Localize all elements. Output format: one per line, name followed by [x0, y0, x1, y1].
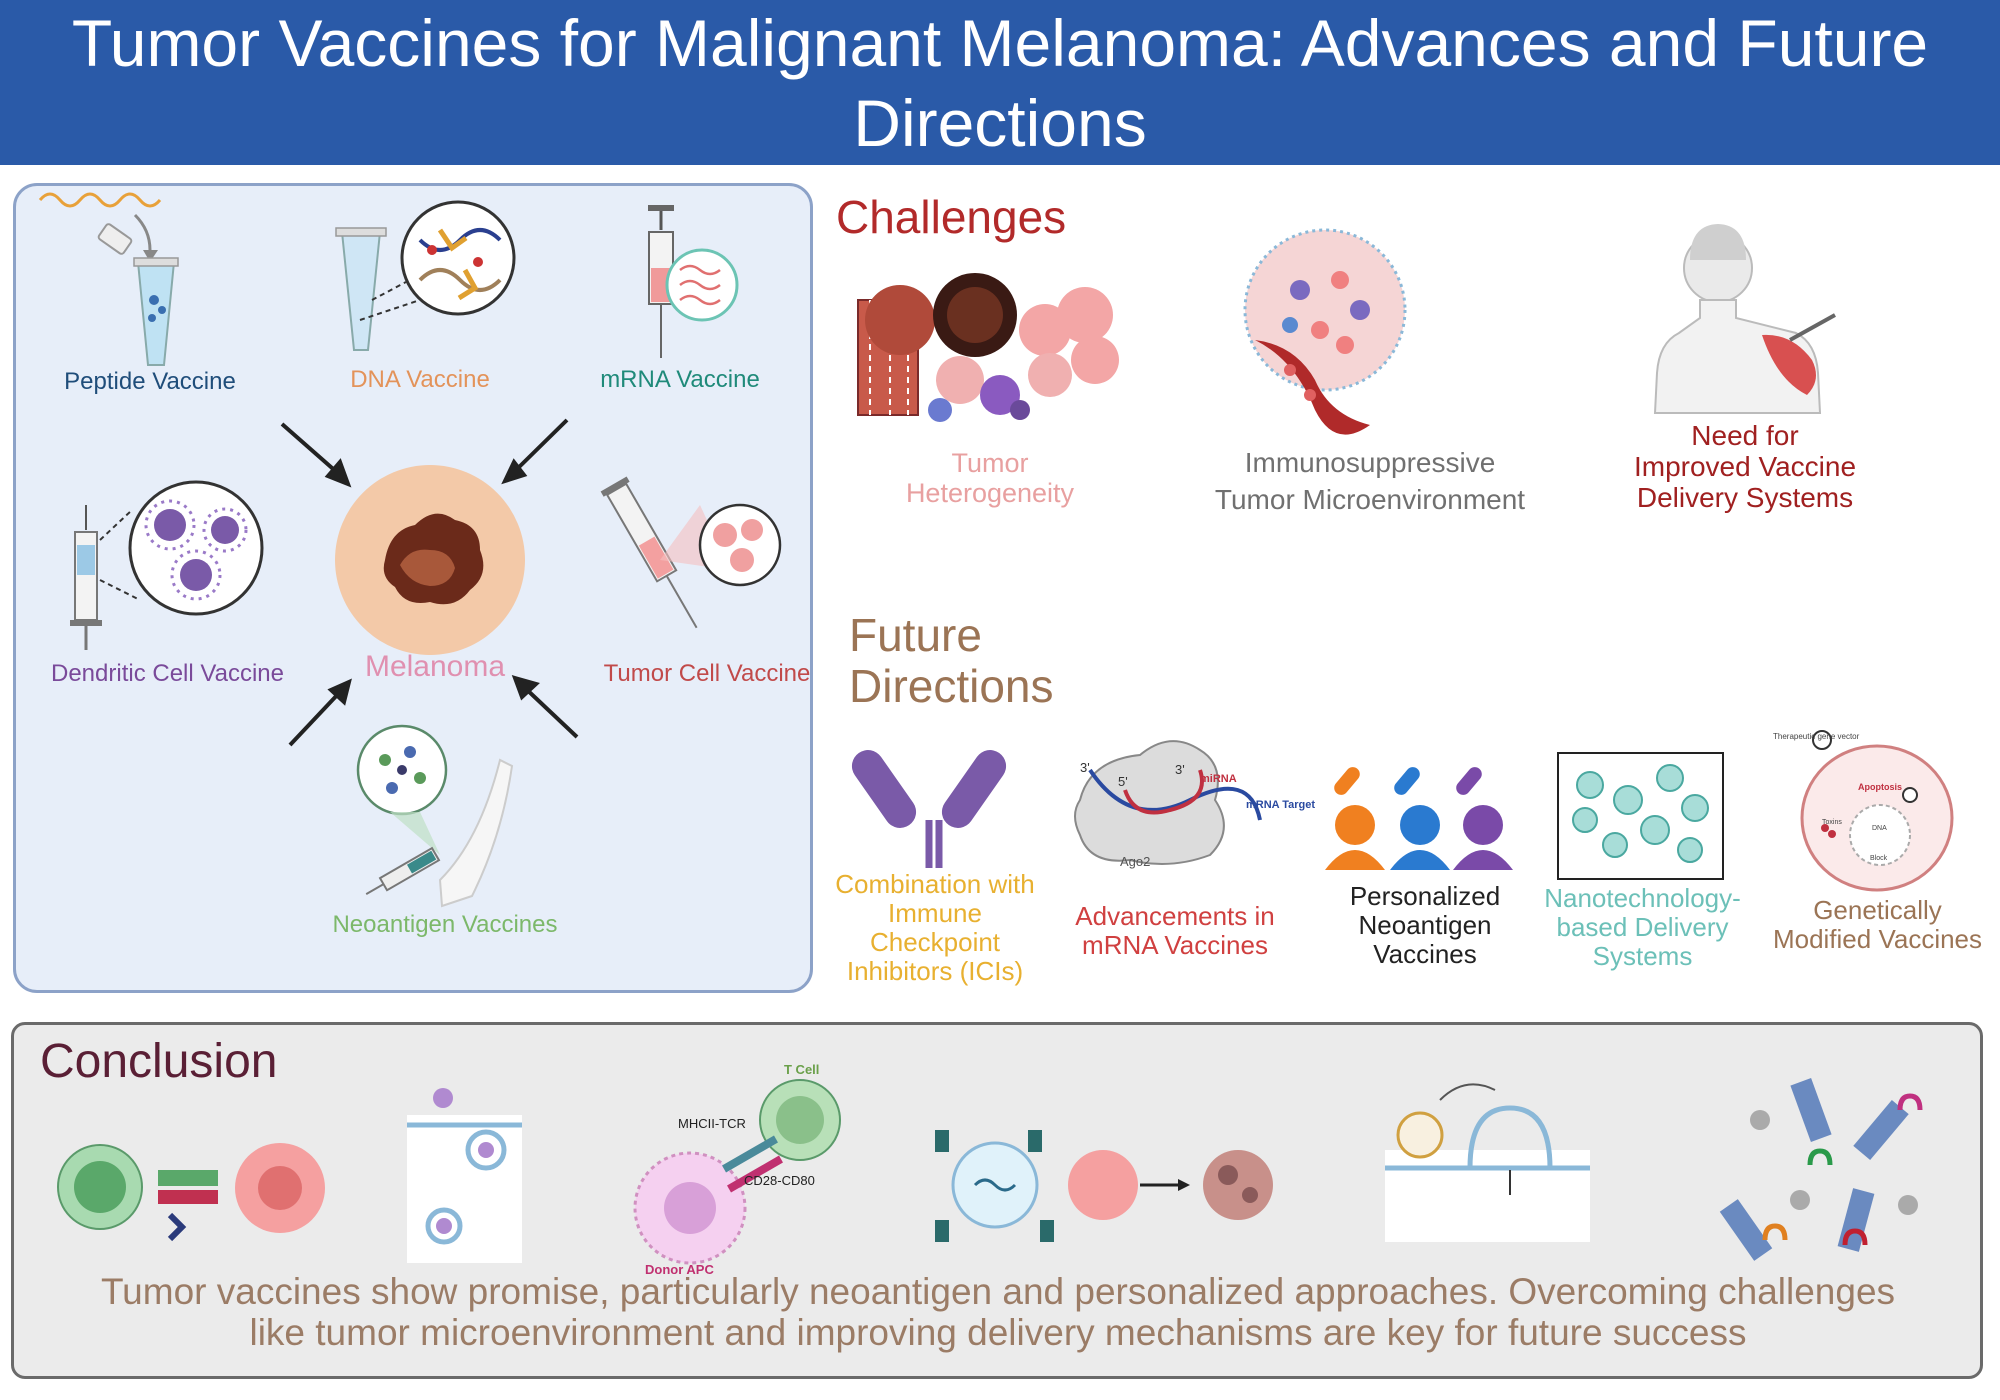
conclusion-art: T Cell MHCII-TCR CD28-CD80 Donor APC	[57, 1062, 1923, 1277]
challenge-line: Improved Vaccine	[1633, 451, 1857, 482]
melanoma-lesion-icon	[335, 465, 525, 655]
future-line: Combination with	[835, 869, 1035, 899]
melanoma-label: Melanoma	[364, 650, 506, 683]
conclusion-heading: Conclusion	[40, 1035, 278, 1088]
receptor-binding-icon	[1719, 1078, 1923, 1261]
tumor-heterogeneity-icon	[857, 273, 1119, 422]
peptide-vaccine-icon	[38, 192, 179, 366]
future-line: Checkpoint	[869, 927, 1001, 957]
challenges-heading: Challenges	[836, 191, 1067, 243]
neoantigen-vaccine-icon	[356, 724, 514, 908]
block-label: Block	[1870, 855, 1888, 862]
future-line: Personalized	[1349, 881, 1501, 911]
future-line: Systems	[1592, 941, 1693, 971]
personalized-patients-icon	[1325, 767, 1513, 870]
future-line: Immune	[888, 898, 982, 928]
future-personalized-neoantigen: Personalized Neoantigen Vaccines	[1320, 882, 1530, 969]
future-line: mRNA Vaccines	[1082, 930, 1268, 960]
future-genetically-modified: Genetically Modified Vaccines	[1760, 896, 1995, 954]
future-line: Advancements in	[1075, 901, 1275, 931]
page-title: Tumor Vaccines for Malignant Melanoma: A…	[71, 5, 1929, 160]
title-banner	[0, 0, 2000, 165]
challenge-line: Need for	[1691, 420, 1799, 451]
future-line: Nanotechnology-	[1544, 883, 1741, 913]
challenge-immunosuppressive-tme: Immunosuppressive Tumor Microenvironment	[1180, 444, 1560, 518]
challenge-line: Delivery Systems	[1636, 482, 1854, 513]
mrna-target-label: mRNA Target	[1246, 799, 1315, 811]
vesicle-fusion-icon	[1385, 1083, 1590, 1242]
challenge-line: Immunosuppressive	[1244, 447, 1496, 478]
apoptosis-label: Apoptosis	[1858, 782, 1902, 792]
future-ici-combination: Combination with Immune Checkpoint Inhib…	[815, 870, 1055, 986]
future-line: based Delivery	[1556, 912, 1729, 942]
challenge-line: Tumor Microenvironment	[1214, 484, 1526, 515]
injection-shoulder-icon	[1653, 224, 1836, 414]
future-line: Modified Vaccines	[1772, 924, 1983, 954]
peptide-vaccine-label: Peptide Vaccine	[64, 368, 236, 395]
gene-modified-cell-icon: Therapeutic gene vector Apoptosis Toxins…	[1773, 730, 1954, 892]
converging-arrows	[280, 418, 579, 747]
tumor-microenvironment-icon	[1243, 228, 1407, 435]
future-line: Vaccines	[1373, 939, 1477, 969]
future-directions-heading: Future Directions	[849, 610, 1054, 712]
future-mrna-advancements: Advancements in mRNA Vaccines	[1050, 902, 1300, 960]
mirna-3prime-label-b: 3'	[1175, 762, 1185, 777]
challenge-line: Tumor	[951, 448, 1029, 478]
challenge-tumor-heterogeneity: Tumor Heterogeneity	[880, 448, 1100, 508]
challenge-delivery-systems: Need for Improved Vaccine Delivery Syste…	[1600, 420, 1890, 513]
neoantigen-vaccines-label: Neoantigen Vaccines	[332, 911, 558, 938]
mirna-5prime-label: 5'	[1118, 774, 1128, 789]
t-cell-killing-tumor-icon	[57, 1143, 325, 1242]
car-t-killing-icon	[935, 1130, 1273, 1242]
future-line: Genetically	[1813, 895, 1942, 925]
challenge-line: Heterogeneity	[905, 478, 1075, 508]
gene-vector-label: Therapeutic gene vector	[1773, 732, 1860, 741]
t-cell-label: T Cell	[784, 1062, 819, 1077]
endocytosis-icon	[407, 1088, 522, 1263]
dendritic-cell-vaccine-icon	[70, 480, 264, 650]
mrna-vaccine-icon	[648, 205, 739, 358]
future-line: Inhibitors (ICIs)	[846, 956, 1024, 986]
future-line: Neoantigen	[1358, 910, 1492, 940]
nanoparticles-icon	[1557, 752, 1724, 880]
conclusion-summary-line1: Tumor vaccines show promise, particularl…	[100, 1271, 1896, 1312]
mirna-3prime-label: 3'	[1080, 760, 1090, 775]
antibody-icon	[851, 750, 1007, 868]
dendritic-cell-vaccine-label: Dendritic Cell Vaccine	[51, 660, 284, 687]
antigen-presentation-icon: T Cell MHCII-TCR CD28-CD80 Donor APC	[633, 1062, 841, 1277]
challenges-art	[857, 224, 1836, 435]
mirna-ago2-icon: 3' 5' 3' miRNA mRNA Target Ago2	[1074, 740, 1315, 869]
heading-line: Future	[849, 609, 982, 661]
mhc-tcr-label: MHCII-TCR	[678, 1116, 746, 1131]
future-nanotechnology: Nanotechnology- based Delivery Systems	[1530, 884, 1755, 971]
mrna-vaccine-label: mRNA Vaccine	[600, 366, 760, 393]
cd28-cd80-label: CD28-CD80	[744, 1173, 815, 1188]
tumor-cell-vaccine-icon	[600, 476, 782, 629]
heading-line: Directions	[849, 660, 1054, 712]
dna-vaccine-icon	[335, 200, 516, 351]
dna-vaccine-label: DNA Vaccine	[350, 366, 490, 393]
vaccine-types-art	[38, 192, 782, 908]
future-directions-art: 3' 5' 3' miRNA mRNA Target Ago2 Therapeu…	[851, 730, 1954, 892]
ago2-label: Ago2	[1120, 854, 1150, 869]
tumor-cell-vaccine-label: Tumor Cell Vaccine	[603, 660, 811, 687]
donor-apc-label: Donor APC	[645, 1262, 714, 1277]
conclusion-summary-line2: like tumor microenvironment and improvin…	[249, 1312, 1747, 1353]
dna-label: DNA	[1872, 825, 1887, 832]
mirna-label: miRNA	[1200, 773, 1237, 785]
toxins-label: Toxins	[1822, 819, 1842, 826]
